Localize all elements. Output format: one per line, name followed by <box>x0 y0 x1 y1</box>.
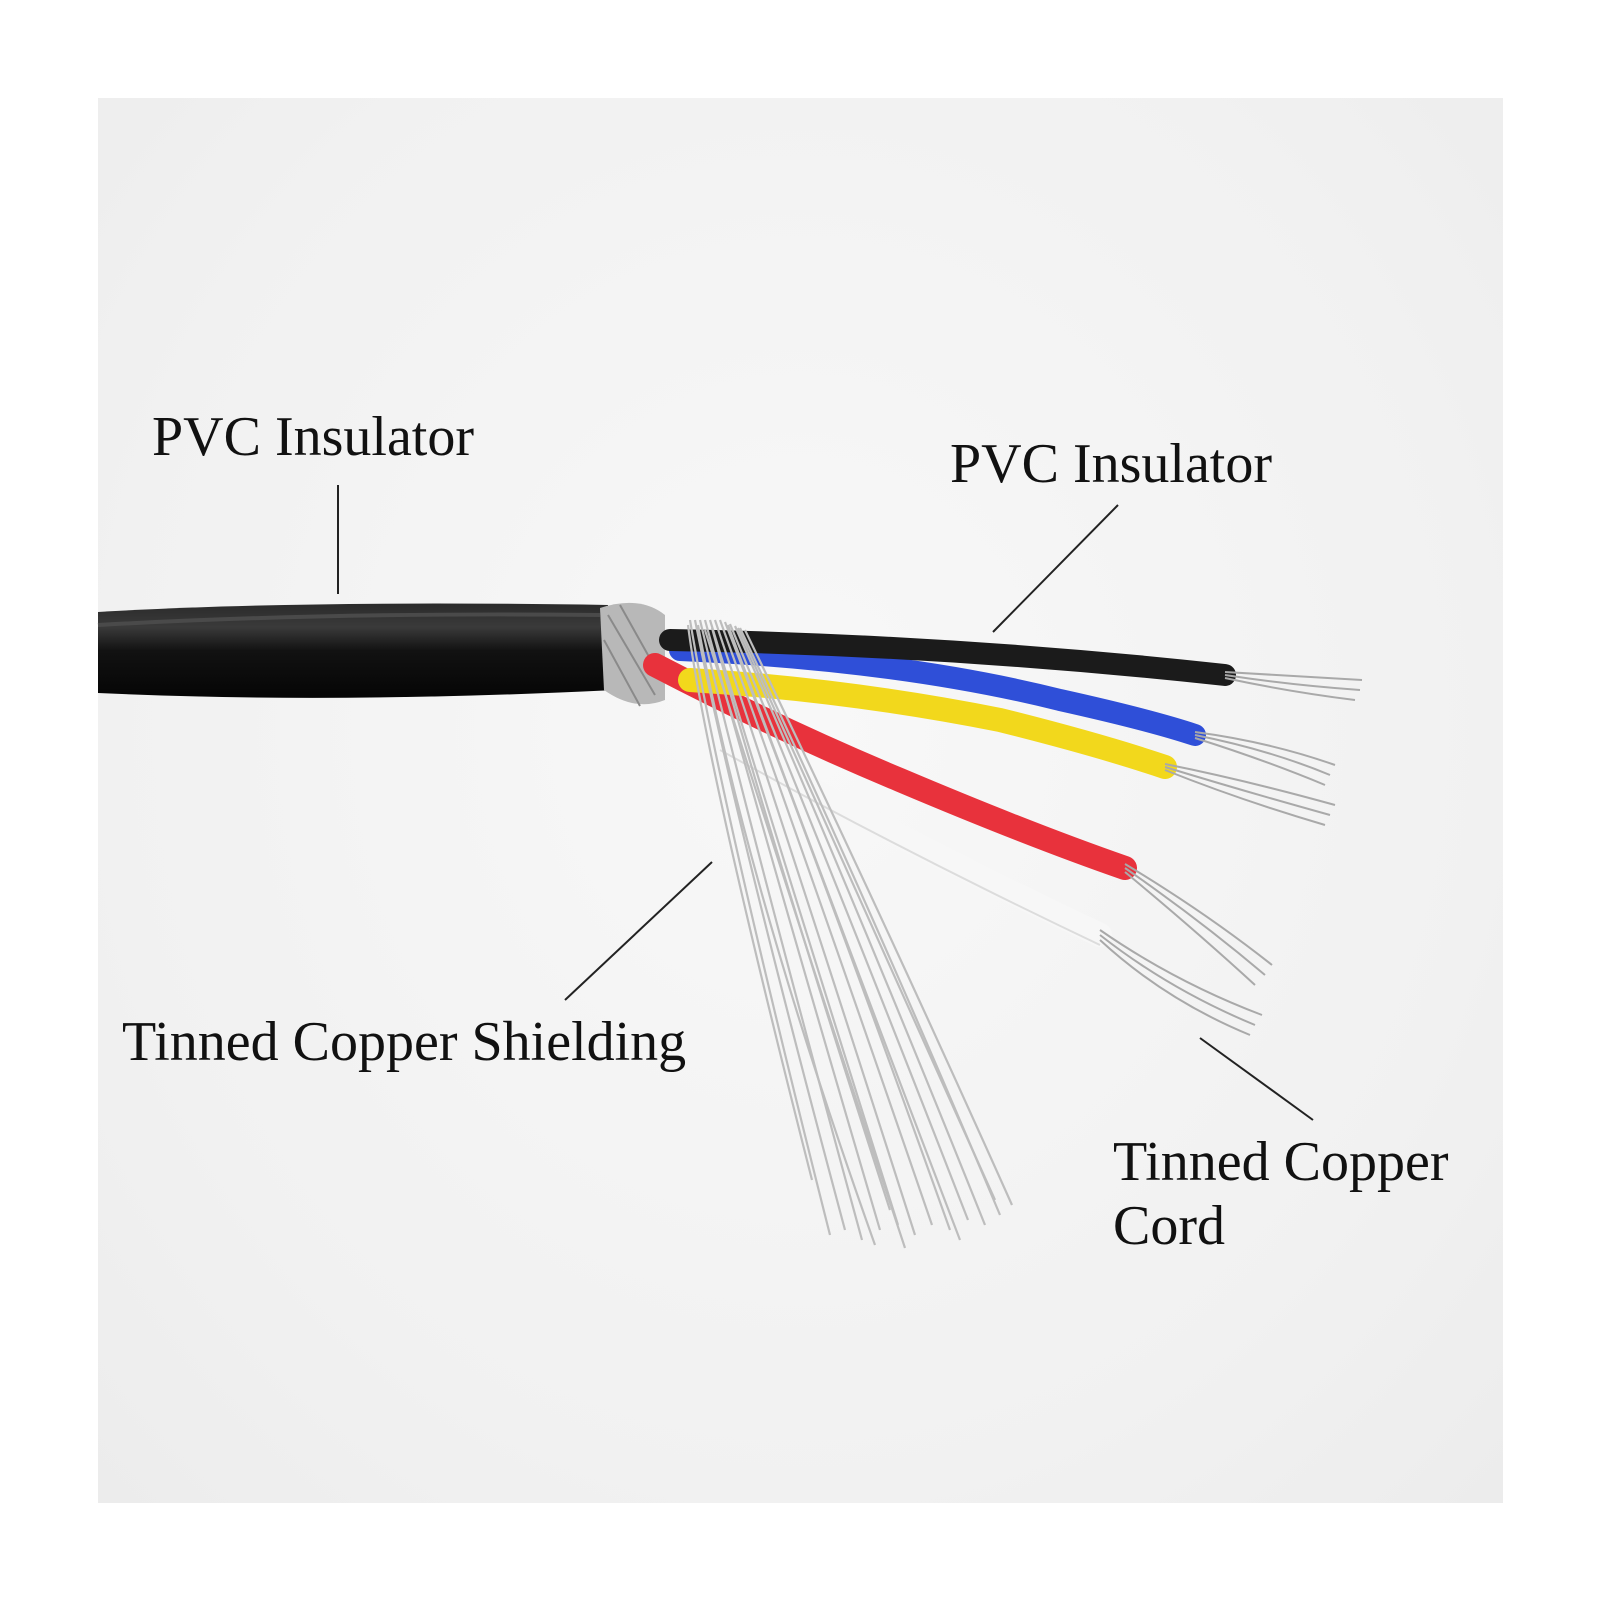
core-red <box>643 653 1137 880</box>
conductor-strands <box>1099 671 1363 1036</box>
shielding-strands <box>686 619 1014 1249</box>
leader-shielding <box>564 861 713 1001</box>
label-outer-jacket: PVC Insulator <box>152 406 474 468</box>
cores <box>643 629 1236 947</box>
core-blue <box>669 639 1206 746</box>
core-yellow <box>678 668 1177 779</box>
leader-lines <box>337 485 1314 1121</box>
label-shielding: Tinned Copper Shielding <box>122 1011 687 1073</box>
background-panel <box>98 98 1503 1503</box>
core-white <box>708 728 1112 947</box>
leader-conductor <box>1199 1037 1314 1121</box>
outer-jacket <box>97 603 615 698</box>
label-conductor: Tinned Copper Cord <box>1113 1131 1449 1257</box>
label-core-insulation: PVC Insulator <box>950 433 1272 495</box>
leader-core-insulation <box>992 504 1119 633</box>
